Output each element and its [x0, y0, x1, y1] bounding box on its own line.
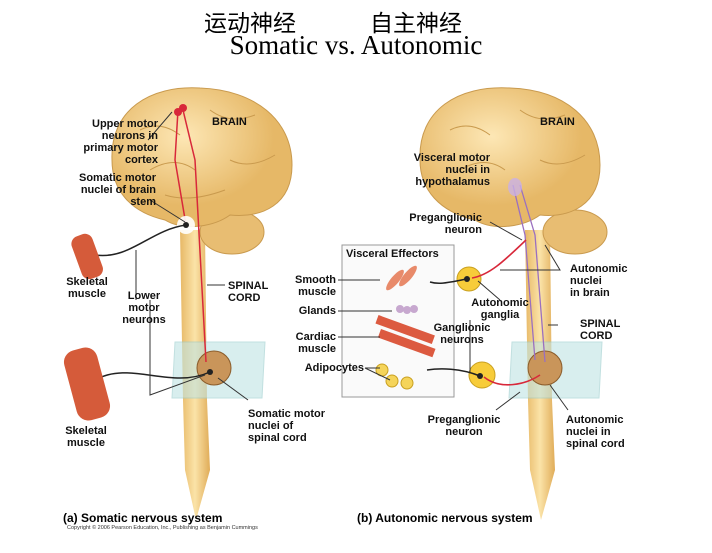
label-smooth-muscle: Smooth muscle [295, 274, 336, 298]
smooth-muscle-icon [386, 265, 417, 291]
label-somatic-motor-spinal: Somatic motor nuclei of spinal cord [248, 408, 326, 444]
somatic-diagram [63, 87, 293, 520]
ganglionic-neuron-2 [426, 368, 481, 377]
label-cardiac-muscle: Cardiac muscle [295, 331, 336, 355]
brain-left [111, 87, 293, 227]
label-autonomic-nuclei-spinal: Autonomic nuclei in spinal cord [566, 414, 625, 450]
glands-icon [396, 305, 418, 314]
cerebellum-right [542, 209, 608, 255]
brain-right [419, 87, 601, 227]
copyright-text: Copyright © 2006 Pearson Education, Inc.… [67, 525, 258, 531]
label-lower-motor-neurons: Lower motor neurons [122, 290, 166, 326]
adipocytes-icon [375, 363, 414, 390]
label-spinal-cord-right: SPINAL CORD [580, 318, 621, 342]
label-somatic-motor-brain-stem: Somatic motor nuclei of brain stem [78, 172, 156, 208]
cardiac-muscle-icon [375, 315, 436, 358]
label-brain-left: BRAIN [212, 116, 247, 128]
chinese-title-somatic: 运动神经 [204, 11, 296, 37]
lower-motor-neuron-2 [94, 371, 211, 381]
lower-motor-neuron-1 [94, 224, 187, 257]
visceral-effectors-box [341, 244, 455, 398]
skeletal-muscle-1-icon [71, 233, 103, 280]
label-visceral-effectors: Visceral Effectors [346, 248, 439, 260]
caption-autonomic: (b) Autonomic nervous system [357, 511, 533, 525]
skeletal-muscle-2-icon [63, 347, 111, 421]
preganglionic-neuron-spinal [483, 374, 541, 386]
label-preganglionic-spinal: Preganglionic neuron [427, 414, 501, 438]
label-skeletal-muscle-2: Skeletal muscle [65, 425, 107, 449]
label-spinal-cord-left: SPINAL CORD [228, 280, 269, 304]
preganglionic-neuron-brain [471, 239, 527, 279]
label-text: Upper motor neurons in primary motor cor… [83, 118, 158, 166]
cord-section-left [196, 350, 232, 386]
label-preganglionic-brain: Preganglionic neuron [409, 212, 482, 236]
autonomic-diagram [338, 87, 608, 520]
label-ganglionic-neurons: Ganglionic neurons [433, 322, 491, 346]
ganglionic-neuron-1 [429, 278, 468, 284]
slide-title: Somatic vs. Autonomic [229, 30, 483, 60]
label-autonomic-nuclei-brain: Autonomic nuclei in brain [570, 263, 628, 299]
chinese-title-autonomic: 自主神经 [370, 11, 462, 37]
caption-somatic: (a) Somatic nervous system [63, 511, 223, 525]
label-skeletal-muscle-1: Skeletal muscle [66, 276, 108, 300]
label-brain-right: BRAIN [540, 116, 575, 128]
label-adipocytes: Adipocytes [304, 362, 364, 374]
label-glands: Glands [298, 305, 336, 317]
label-upper-motor-neurons: Upper motor neurons in primary motor cor… [70, 118, 158, 166]
visceral-motor-path [512, 184, 546, 363]
label-autonomic-ganglia: Autonomic ganglia [471, 297, 529, 321]
label-visceral-motor: Visceral motor nuclei in hypothalamus [413, 152, 490, 188]
upper-motor-neuron [174, 109, 207, 363]
